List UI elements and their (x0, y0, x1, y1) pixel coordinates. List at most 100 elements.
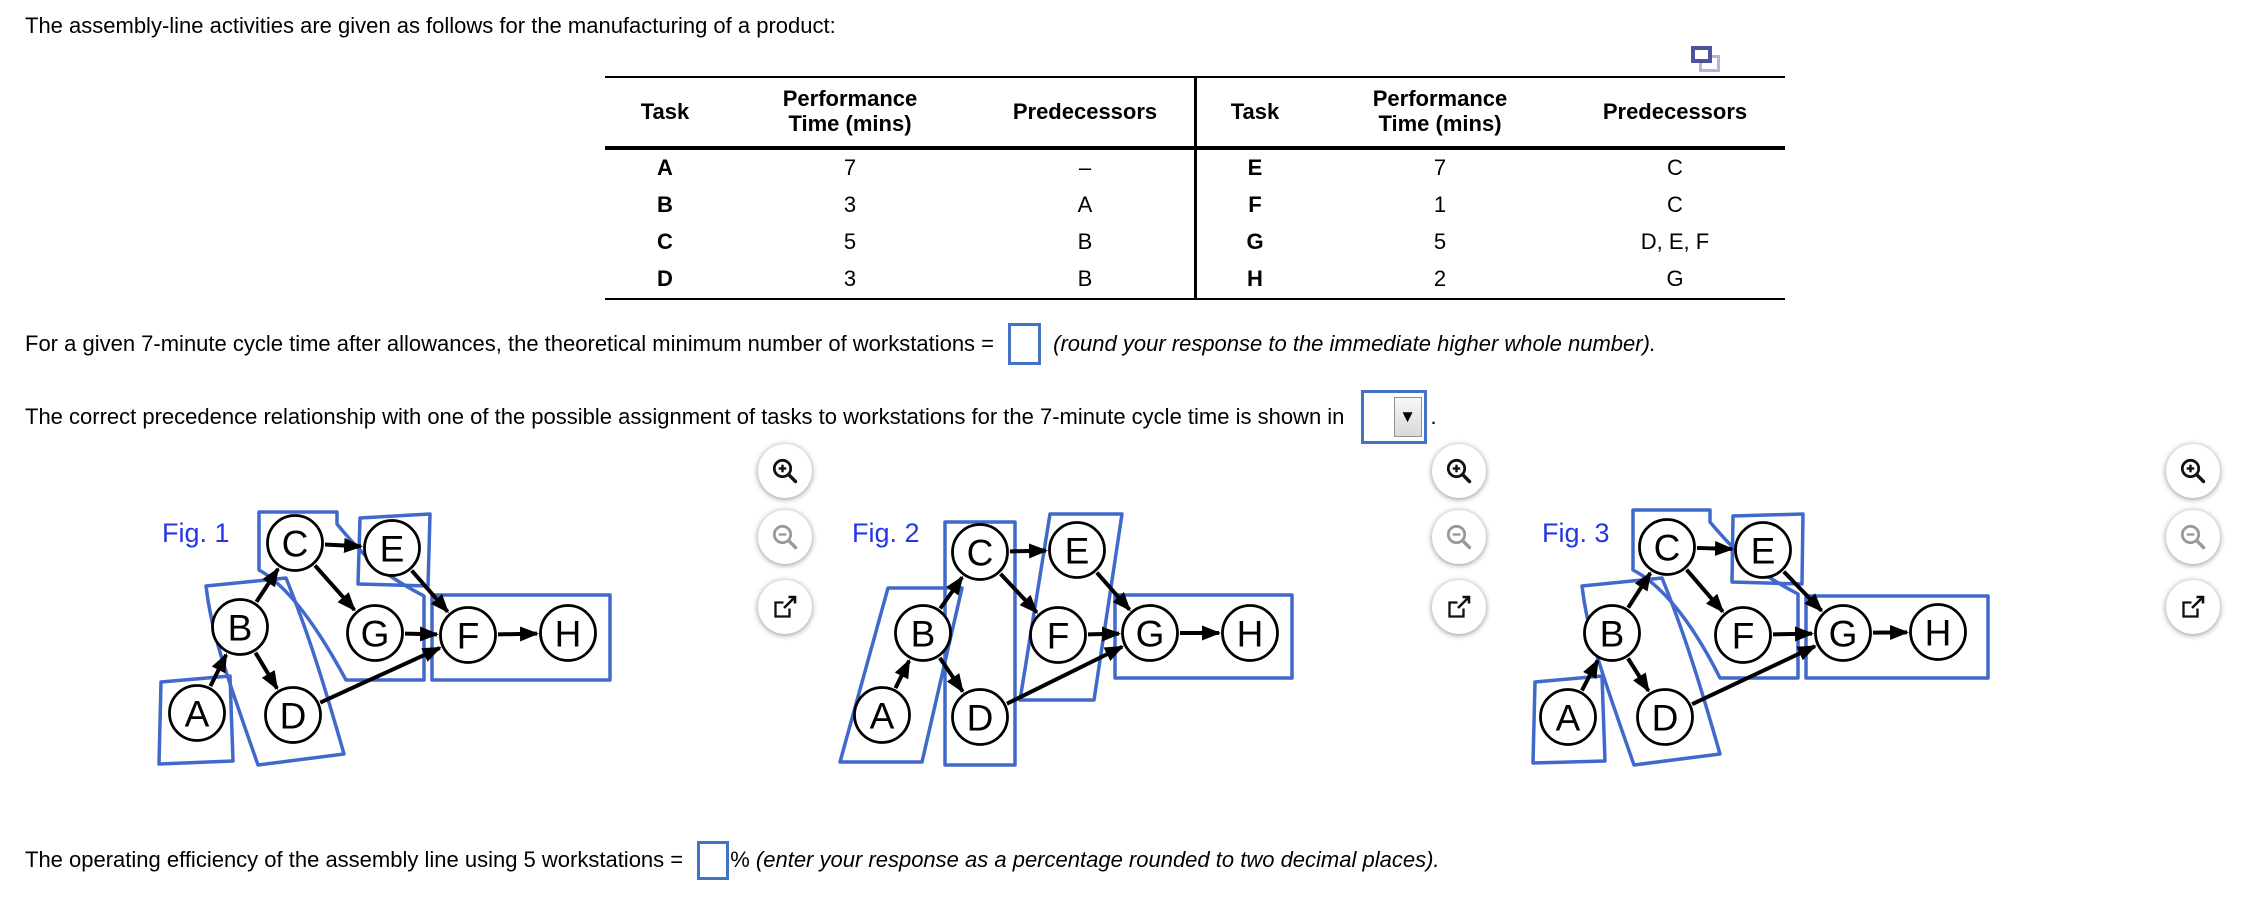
figure-3-tools (2166, 444, 2220, 634)
q1-text: For a given 7-minute cycle time after al… (25, 331, 1001, 356)
edge-B-C (1626, 571, 1652, 609)
edge-G-F (404, 626, 440, 642)
figure-label: Fig. 1 (162, 518, 230, 548)
problem-statement: The assembly-line activities are given a… (25, 13, 836, 38)
node-label-H: H (555, 614, 582, 655)
zoom-out-icon (1446, 524, 1472, 550)
min-workstations-input[interactable] (1008, 323, 1042, 365)
cell: A (1077, 192, 1093, 218)
node-circle-B (211, 598, 269, 656)
zoom-out-button[interactable] (1432, 510, 1486, 564)
node-label-C: C (1654, 528, 1681, 569)
header-cell: Task (640, 98, 690, 124)
edge-A-B (1580, 658, 1600, 692)
edge-C-E (324, 538, 364, 554)
cell: H (1247, 266, 1263, 292)
duplicate-page-icon[interactable] (1691, 46, 1721, 72)
open-in-new-window-button[interactable] (758, 580, 812, 634)
node-label-D: D (1652, 698, 1679, 739)
q1-instruction: (round your response to the immediate hi… (1053, 331, 1657, 356)
question-efficiency: The operating efficiency of the assembly… (25, 838, 1440, 882)
cell: D (657, 266, 673, 292)
node-label-C: C (282, 524, 309, 565)
workstation-outline (356, 512, 432, 588)
edge-F-G (1087, 626, 1122, 642)
open-in-new-window-icon (1448, 595, 1471, 618)
zoom-out-button[interactable] (758, 510, 812, 564)
cell: 1 (1433, 192, 1447, 218)
zoom-out-button[interactable] (2166, 510, 2220, 564)
node-label-G: G (361, 614, 390, 655)
edge-A-B (893, 658, 911, 690)
cell: 7 (843, 155, 857, 181)
edge-C-E (1696, 541, 1735, 556)
zoom-in-button[interactable] (758, 444, 812, 498)
zoom-in-button[interactable] (2166, 444, 2220, 498)
edge-B-C (938, 575, 964, 610)
cell: A (657, 155, 673, 181)
cell: F (1248, 192, 1262, 218)
cell: C (1667, 192, 1683, 218)
node-circle-A (853, 686, 911, 744)
edge-E-G (1095, 571, 1132, 612)
node-label-F: F (1047, 616, 1070, 657)
node-circle-D (951, 688, 1009, 746)
question-min-workstations: For a given 7-minute cycle time after al… (25, 321, 1656, 367)
node-circle-G (346, 604, 404, 662)
open-in-new-window-button[interactable] (1432, 580, 1486, 634)
node-label-H: H (1237, 614, 1264, 655)
node-circle-G (1121, 604, 1179, 662)
node-label-E: E (380, 529, 405, 570)
edge-B-D (938, 656, 965, 694)
node-label-A: A (870, 696, 895, 737)
node-circle-E (1048, 521, 1106, 579)
zoom-in-icon (1446, 458, 1472, 484)
node-circle-D (1636, 688, 1694, 746)
workstation-outline (1730, 512, 1805, 586)
edge-E-G (1782, 570, 1823, 613)
node-label-B: B (911, 614, 936, 655)
workstation-outline (1531, 674, 1607, 765)
zoom-out-icon (2180, 524, 2206, 550)
header-cell: Task (1230, 98, 1280, 124)
edge-B-C (254, 567, 280, 603)
node-circle-C (951, 523, 1009, 581)
cell: C (657, 229, 673, 255)
node-circle-B (1583, 604, 1641, 662)
edge-F-G (1772, 626, 1815, 642)
percent-sign: % (730, 847, 750, 872)
cell: 3 (843, 266, 857, 292)
figure-label: Fig. 3 (1542, 518, 1610, 548)
edge-E-F (410, 569, 450, 614)
node-circle-A (1539, 688, 1597, 746)
header-cell: Predecessors (1602, 98, 1748, 124)
edge-C-F (999, 572, 1039, 614)
edge-D-G (1691, 644, 1817, 707)
efficiency-input[interactable] (697, 840, 730, 880)
open-in-new-window-icon (2182, 595, 2205, 618)
cell: B (657, 192, 673, 218)
node-label-A: A (1556, 698, 1581, 739)
figure-select-dropdown[interactable]: ▼ (1360, 390, 1427, 444)
open-in-new-window-button[interactable] (2166, 580, 2220, 634)
zoom-in-button[interactable] (1432, 444, 1486, 498)
dropdown-arrow-icon[interactable]: ▼ (1393, 397, 1422, 437)
cell: C (1667, 155, 1683, 181)
zoom-in-icon (2180, 458, 2206, 484)
zoom-out-icon (772, 524, 798, 550)
node-circle-H (1909, 603, 1967, 661)
node-circle-G (1814, 604, 1872, 662)
edge-B-D (1626, 657, 1651, 693)
cell: 2 (1433, 266, 1447, 292)
node-label-F: F (1732, 616, 1755, 657)
